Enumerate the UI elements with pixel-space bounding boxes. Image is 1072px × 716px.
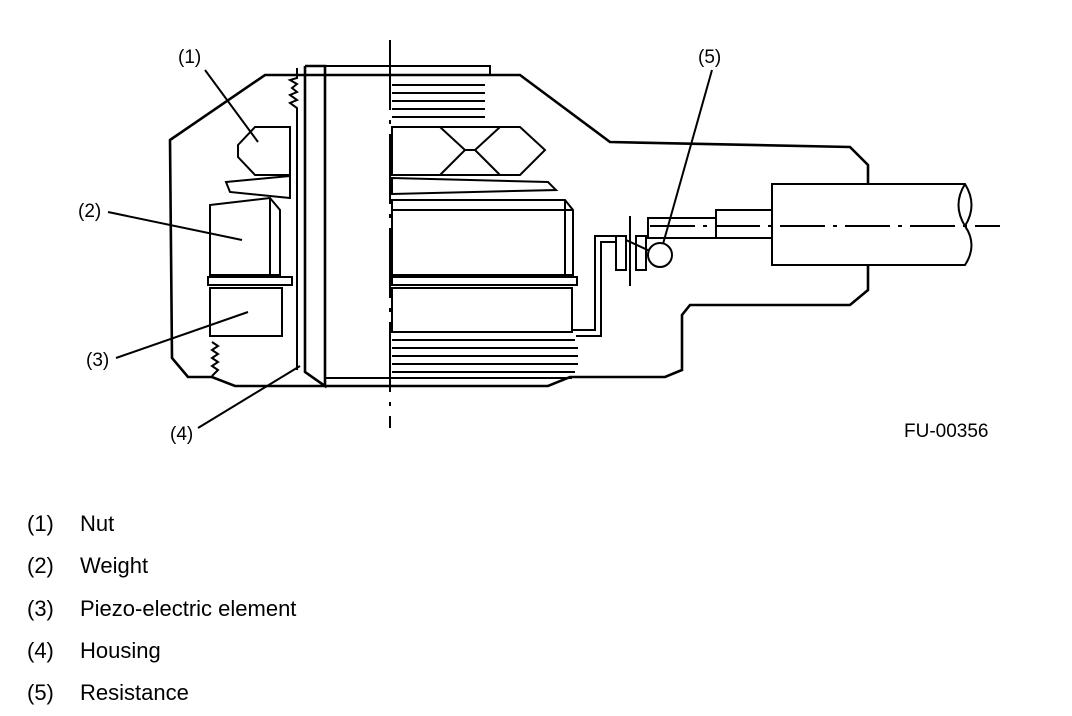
legend-item: (2) Weight	[27, 545, 627, 587]
legend-label: Piezo-electric element	[80, 595, 297, 621]
legend-item: (3) Piezo-electric element	[27, 588, 627, 630]
central-stud	[303, 64, 327, 389]
plate-left	[207, 276, 293, 286]
legend-label: Resistance	[80, 680, 189, 706]
housing-left-wall	[287, 68, 300, 370]
figure-code: FU-00356	[904, 421, 989, 442]
piezo-right	[391, 287, 573, 333]
stud-top-cap	[325, 65, 491, 75]
callout-3: (3)	[86, 350, 109, 371]
legend-item: (5) Resistance	[27, 672, 627, 714]
legend-number: (1)	[27, 511, 54, 537]
callout-5: (5)	[698, 47, 721, 68]
plate-right	[391, 276, 578, 286]
legend-number: (2)	[27, 553, 54, 579]
weight-right	[391, 199, 574, 276]
housing-left-serration	[210, 341, 220, 377]
legend-label: Housing	[80, 638, 161, 664]
washer-right	[391, 176, 559, 196]
callout-2: (2)	[78, 201, 101, 222]
callout-4: (4)	[170, 424, 193, 445]
nut-left	[237, 126, 291, 176]
knock-sensor-diagram: (1) (2) (3) (4) (5) FU-00356	[78, 40, 1000, 445]
legend-list: (1) Nut (2) Weight (3) Piezo-electric el…	[27, 503, 627, 714]
top-threads	[392, 84, 485, 118]
legend-item: (4) Housing	[27, 630, 627, 672]
cable	[771, 183, 973, 266]
signal-wire	[572, 235, 625, 331]
legend-number: (5)	[27, 680, 54, 706]
resistance	[615, 209, 773, 286]
legend-number: (4)	[27, 638, 54, 664]
legend-item: (1) Nut	[27, 503, 627, 545]
callout-1: (1)	[178, 47, 201, 68]
housing-outline	[168, 73, 870, 388]
washer-left	[224, 174, 291, 200]
legend-label: Weight	[80, 553, 149, 579]
bottom-threads	[392, 339, 578, 373]
legend-label: Nut	[80, 511, 115, 537]
legend-number: (3)	[27, 595, 54, 621]
nut-right-facet	[439, 126, 501, 176]
weight-left	[209, 196, 281, 276]
